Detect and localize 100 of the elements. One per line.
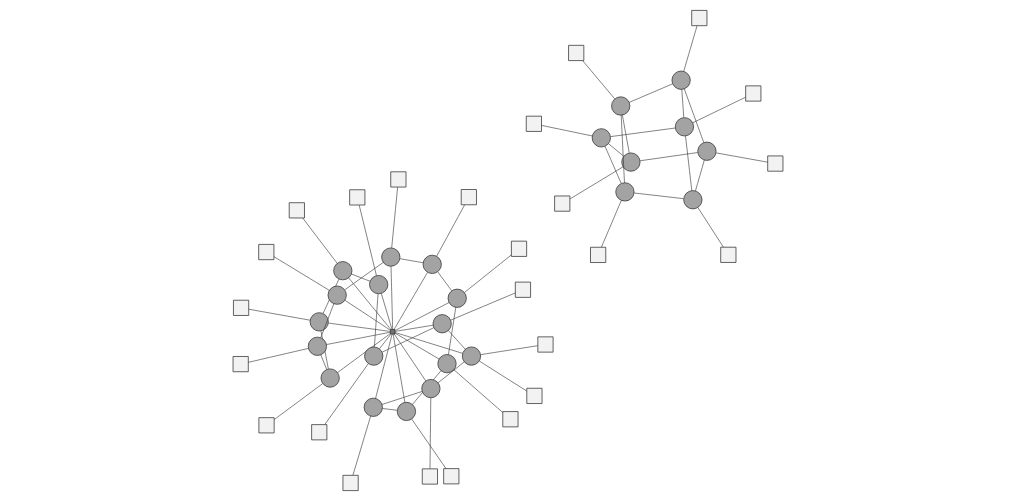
connector — [394, 302, 449, 331]
node-circle — [447, 288, 467, 308]
node-box — [510, 240, 527, 257]
connector — [352, 415, 371, 476]
node-box — [389, 329, 395, 335]
connector — [358, 204, 377, 276]
node-box — [766, 155, 783, 172]
node-box — [553, 195, 570, 212]
node-box — [232, 356, 249, 373]
connector — [478, 360, 527, 392]
connector — [344, 299, 391, 331]
node-box — [525, 387, 542, 404]
connector — [621, 114, 630, 154]
connector — [378, 333, 391, 350]
connector — [569, 166, 623, 200]
connector — [449, 292, 516, 321]
node-box — [257, 244, 274, 261]
node-circle — [610, 96, 630, 116]
connector — [479, 345, 538, 355]
connector — [327, 322, 391, 332]
connector — [410, 418, 446, 469]
connector — [392, 333, 405, 403]
node-circle — [682, 190, 702, 210]
connector — [344, 262, 384, 290]
node-circle — [368, 275, 388, 295]
node-box — [525, 115, 542, 132]
node-circle — [320, 368, 340, 388]
connector — [273, 256, 330, 291]
node-box — [421, 468, 438, 485]
connector — [447, 307, 456, 355]
connector — [301, 217, 337, 264]
node-circle — [420, 379, 440, 399]
node-box — [442, 468, 459, 485]
connector — [320, 330, 329, 370]
connector — [393, 272, 428, 330]
node-circle — [396, 401, 416, 421]
connector — [540, 125, 593, 137]
connector — [581, 60, 615, 100]
node-circle — [591, 128, 611, 148]
node-circle — [363, 397, 383, 417]
node-circle — [696, 141, 716, 161]
connector — [447, 330, 466, 350]
connector — [607, 143, 624, 157]
connector — [373, 293, 378, 348]
connector — [600, 200, 622, 248]
connector — [620, 114, 625, 183]
connector — [390, 266, 393, 330]
node-box — [232, 299, 249, 316]
connector — [247, 348, 309, 363]
connector — [436, 271, 452, 292]
connector — [394, 324, 433, 332]
connector — [347, 277, 391, 330]
connector — [680, 89, 684, 118]
connector — [319, 303, 334, 338]
node-circle — [327, 285, 347, 305]
node-box — [690, 10, 707, 27]
connector — [324, 363, 369, 425]
node-box — [501, 411, 518, 428]
connector — [697, 207, 724, 248]
node-box — [514, 281, 531, 298]
connector — [247, 308, 310, 321]
node-circle — [432, 314, 452, 334]
connector — [684, 135, 692, 191]
connector — [374, 333, 392, 399]
node-box — [342, 474, 359, 491]
connector — [429, 397, 431, 469]
node-circle — [461, 346, 481, 366]
node-circle — [422, 254, 442, 274]
node-circle — [307, 336, 327, 356]
connector — [411, 370, 441, 405]
connector — [604, 146, 621, 184]
node-circle — [671, 70, 691, 90]
connector — [350, 273, 370, 282]
connector — [683, 88, 704, 143]
node-box — [288, 202, 305, 219]
connector — [435, 204, 465, 257]
connector — [336, 333, 391, 373]
node-box — [258, 417, 275, 434]
connector — [628, 83, 673, 103]
node-circle — [620, 152, 640, 172]
node-box — [389, 171, 406, 188]
node-circle — [363, 346, 383, 366]
connector — [273, 383, 323, 420]
node-circle — [436, 354, 457, 374]
node-circle — [674, 117, 694, 137]
node-box — [567, 44, 584, 61]
node-box — [348, 189, 365, 206]
node-circle — [380, 247, 400, 267]
connector — [715, 152, 768, 163]
connector — [463, 254, 512, 293]
connector — [320, 354, 327, 370]
connector — [453, 369, 503, 413]
connector — [399, 258, 423, 264]
connector — [691, 96, 746, 124]
node-box — [536, 336, 553, 353]
connector — [437, 361, 465, 384]
connector — [393, 333, 426, 382]
connector — [394, 332, 463, 354]
node-box — [719, 246, 736, 263]
node-circle — [614, 182, 634, 202]
